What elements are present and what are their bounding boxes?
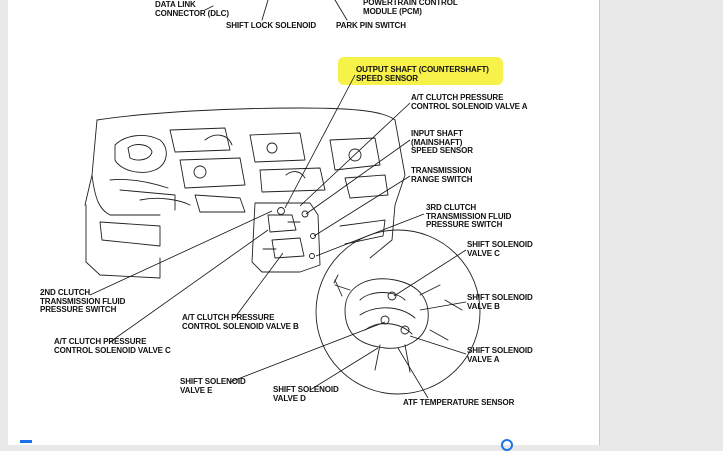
leader-lines [89,74,467,399]
label-shift-solenoid-d: SHIFT SOLENOID VALVE D [273,385,339,403]
label-transmission-range-switch: TRANSMISSION RANGE SWITCH [411,166,473,184]
label-shift-lock-solenoid: SHIFT LOCK SOLENOID [226,21,317,30]
label-third-clutch-pressure-switch: 3RD CLUTCH TRANSMISSION FLUID PRESSURE S… [426,203,512,229]
label-shift-solenoid-e: SHIFT SOLENOID VALVE E [180,377,246,395]
label-shift-solenoid-c: SHIFT SOLENOID VALVE C [467,240,533,258]
transmission-outline [251,202,321,273]
menu-icon[interactable] [20,440,32,443]
label-at-clutch-valve-b: A/T CLUTCH PRESSURE CONTROL SOLENOID VAL… [182,313,299,331]
label-at-clutch-valve-c: A/T CLUTCH PRESSURE CONTROL SOLENOID VAL… [54,337,171,355]
highlight-marker [338,57,503,85]
label-atf-temperature-sensor: ATF TEMPERATURE SENSOR [403,398,515,407]
detail-circle [315,229,481,395]
label-shift-solenoid-b: SHIFT SOLENOID VALVE B [467,293,533,311]
label-shift-solenoid-a: SHIFT SOLENOID VALVE A [467,346,533,364]
label-dlc: DATA LINK CONNECTOR (DLC) [155,0,229,18]
hood-line [96,107,396,121]
label-park-pin-switch: PARK PIN SWITCH [336,21,406,30]
zoom-icon[interactable] [501,439,513,451]
label-second-clutch-pressure-switch: 2ND CLUTCH TRANSMISSION FLUID PRESSURE S… [40,288,126,314]
label-output-shaft-speed-sensor: OUTPUT SHAFT (COUNTERSHAFT) SPEED SENSOR [356,65,489,83]
label-at-clutch-valve-a: A/T CLUTCH PRESSURE CONTROL SOLENOID VAL… [411,93,528,111]
label-input-shaft-speed-sensor: INPUT SHAFT (MAINSHAFT) SPEED SENSOR [411,129,473,155]
label-pcm: POWERTRAIN CONTROL MODULE (PCM) [363,0,458,16]
